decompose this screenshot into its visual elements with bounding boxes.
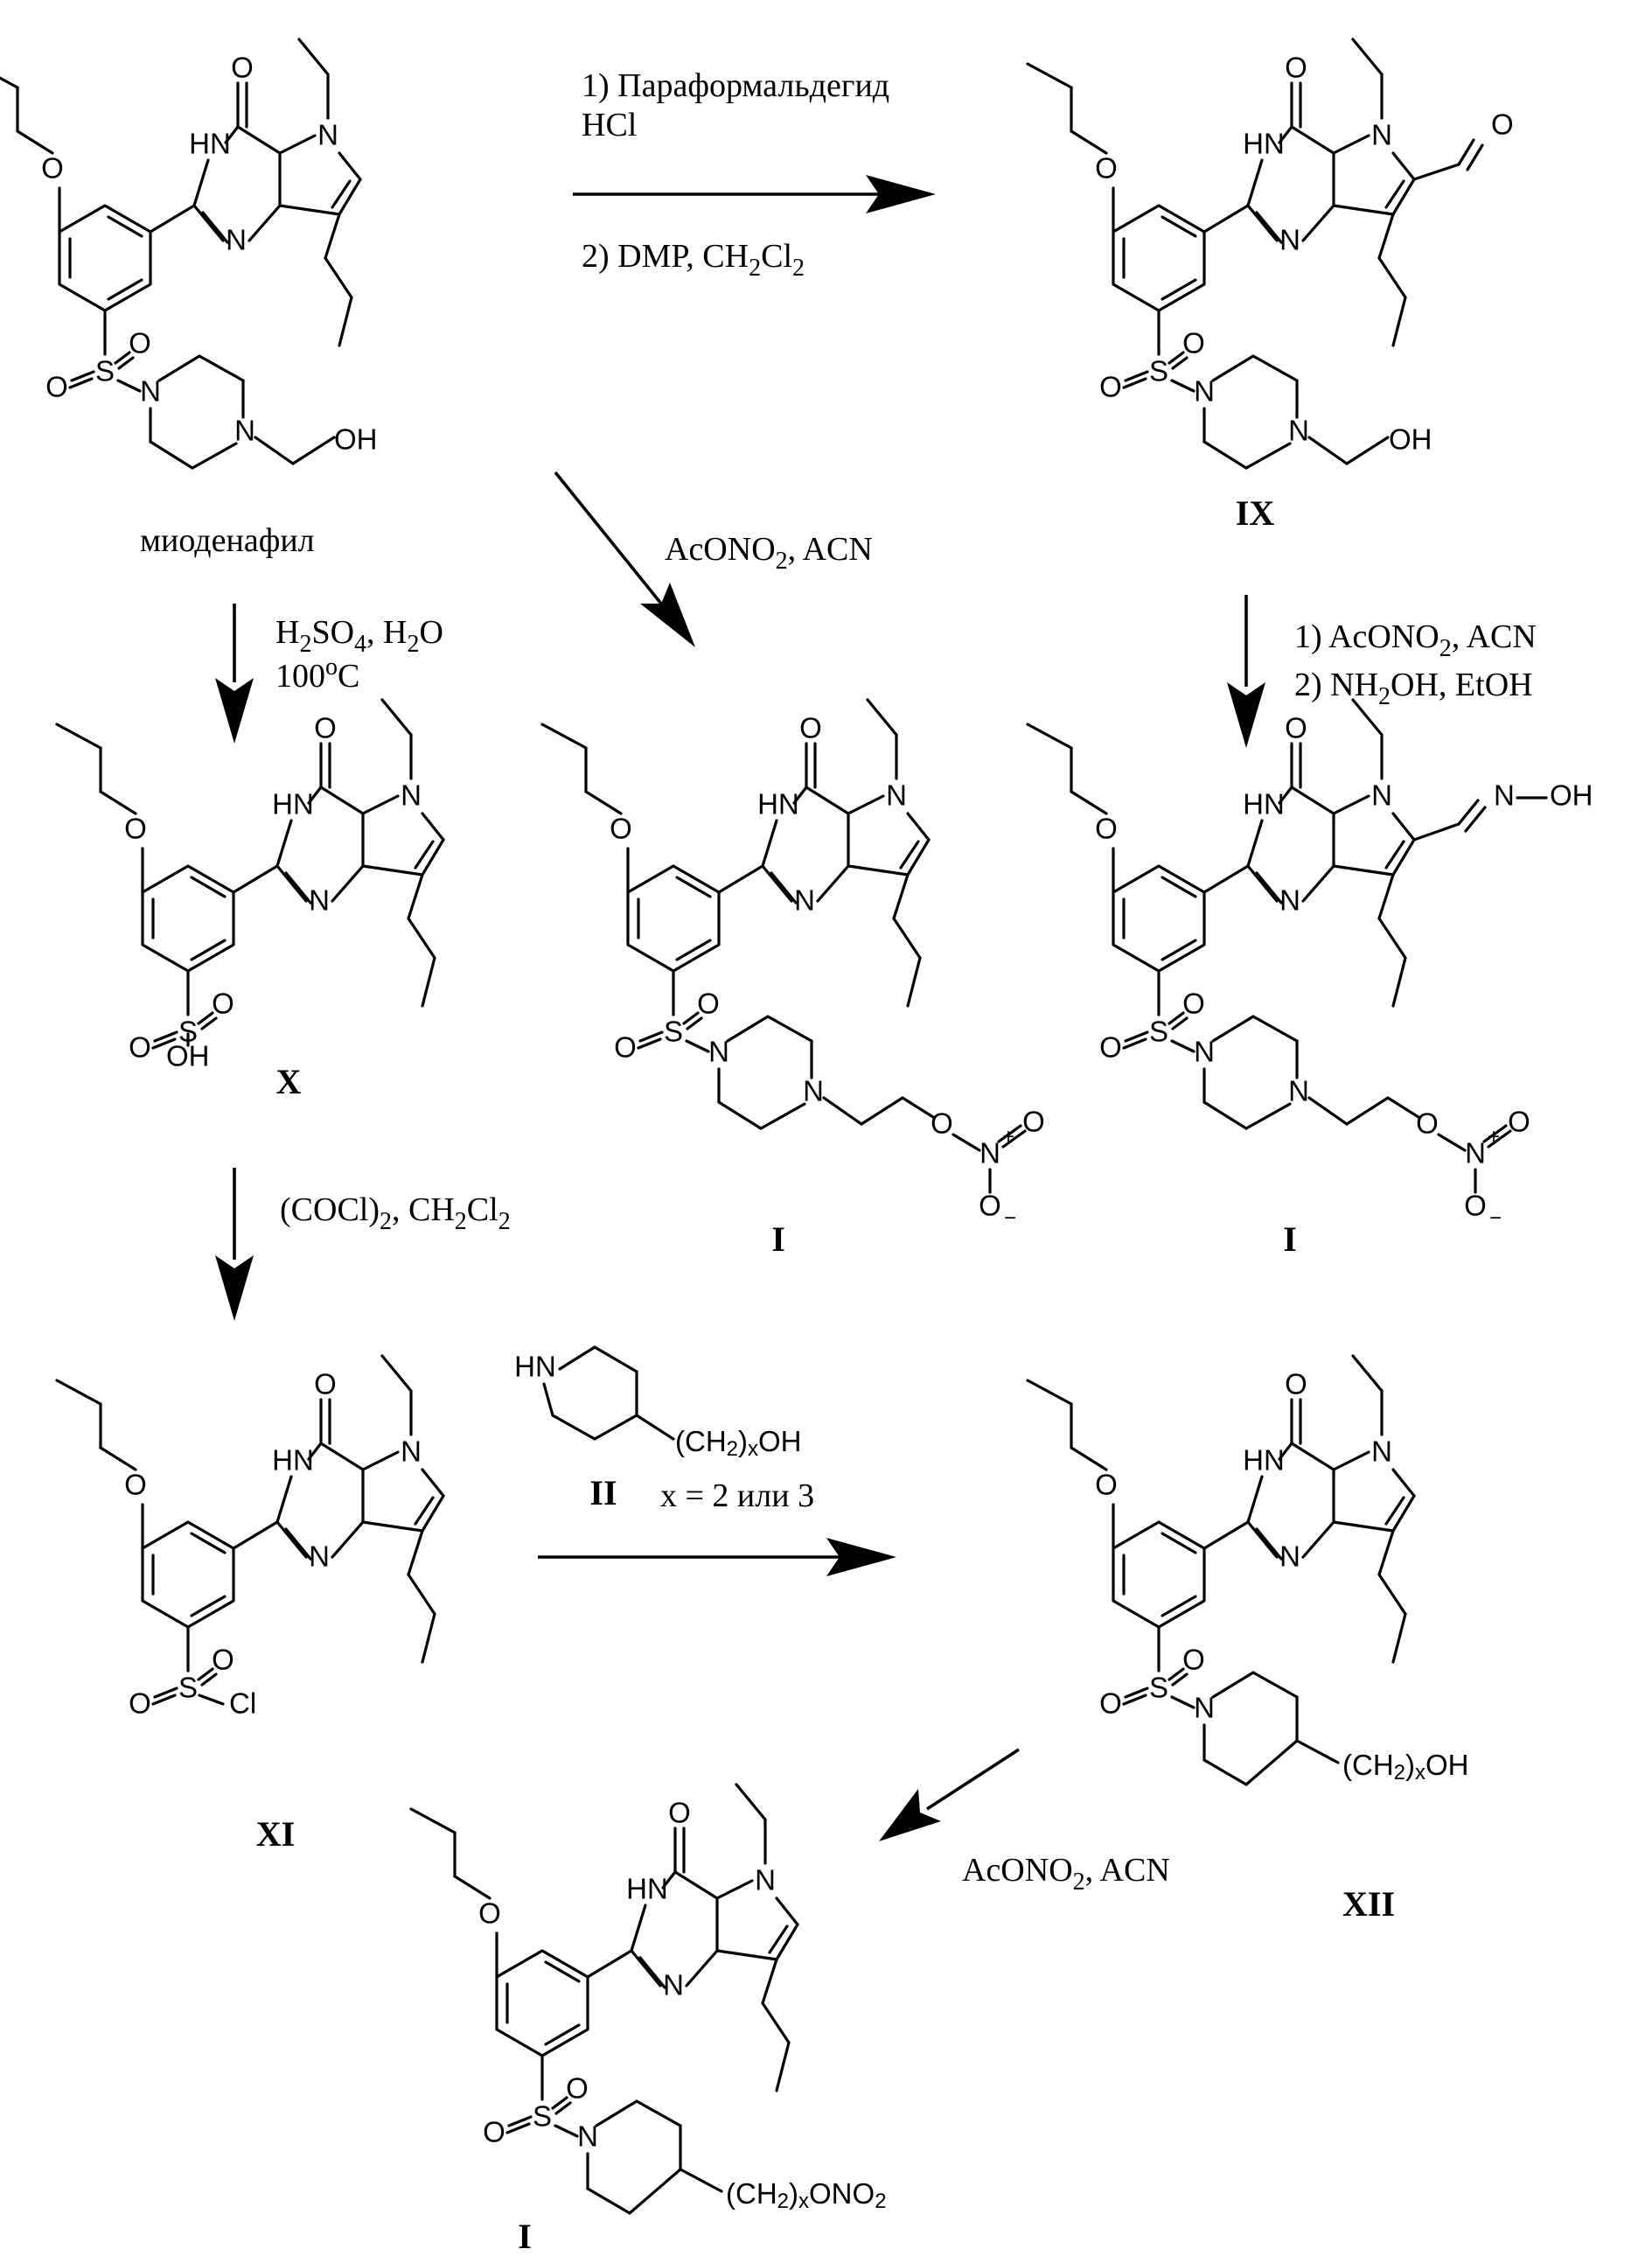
compound-label-xii: XII <box>1342 1884 1395 1924</box>
compound-label-x: X <box>276 1062 302 1101</box>
reagent-step2: AcONO2, ACN <box>665 531 873 575</box>
compound-label-i-c: I <box>518 2217 532 2256</box>
reagent-step7: AcONO2, ACN <box>962 1852 1170 1896</box>
reagent-step4-line2: 100oC <box>275 653 359 695</box>
reagent-step1-line3: 2) DMP, CH2Cl2 <box>582 238 805 282</box>
atom-cl: Cl <box>229 1687 256 1720</box>
compound-label-ii: II <box>589 1473 617 1512</box>
atom-oh: OH <box>1389 423 1432 456</box>
compound-label-ix: IX <box>1236 493 1275 533</box>
reagent-step3-line2: 2) NH2OH, EtOH <box>1294 667 1533 710</box>
arrow-xii-to-i <box>879 1750 1019 1841</box>
arrow-ix-to-i <box>1227 595 1265 748</box>
substituent-ch2x-ono2: (CH2)xONO2 <box>726 2177 887 2214</box>
arrow-x-to-xi <box>215 1168 254 1321</box>
substituent-ch2x-oh-ii: (CH2)xOH <box>675 1425 802 1462</box>
reagent-step3-line1: 1) AcONO2, ACN <box>1294 618 1537 662</box>
compound-i-oxime: N OH I <box>1028 700 1593 1259</box>
compound-i-from-mirodenafil: I <box>542 700 1045 1259</box>
arrow-xi-to-xii <box>538 1538 896 1576</box>
compound-label-xi: XI <box>256 1814 295 1854</box>
atom-oh: OH <box>334 423 378 456</box>
compound-x: OH X <box>57 700 443 1101</box>
compound-xii: (CH2)xOH XII <box>1028 1356 1469 1924</box>
compound-label-i-b: I <box>1283 1219 1297 1259</box>
arrow-mirodenafil-to-x <box>215 604 254 744</box>
compound-i-from-xii: (CH2)xONO2 I <box>411 1785 887 2256</box>
compound-mirodenafil: OH миоденафил <box>0 39 378 559</box>
compound-name-mirodenafil: миоденафил <box>140 522 315 559</box>
atom-hn-ii: HN <box>514 1351 556 1383</box>
atom-n-oxime: N <box>1494 779 1515 812</box>
reagent-step6-condition: x = 2 или 3 <box>660 1477 814 1514</box>
compound-label-i-a: I <box>771 1219 785 1259</box>
arrow-mirodenafil-to-ix <box>573 175 936 213</box>
substituent-ch2x-oh-xii: (CH2)xOH <box>1342 1749 1469 1785</box>
atom-o-aldehyde: O <box>1491 108 1514 141</box>
compound-ix: O OH IX <box>1028 39 1514 533</box>
reagent-step5: (COCl)2, CH2Cl2 <box>280 1191 511 1235</box>
reagent-step1-line1: 1) Параформальдегид <box>582 67 889 104</box>
atom-oh-oxime: OH <box>1550 779 1593 812</box>
reagent-step4-line1: H2SO4, H2O <box>275 614 443 658</box>
compound-xi: Cl XI <box>57 1356 443 1854</box>
reagent-step1-line2: HCl <box>582 107 637 143</box>
